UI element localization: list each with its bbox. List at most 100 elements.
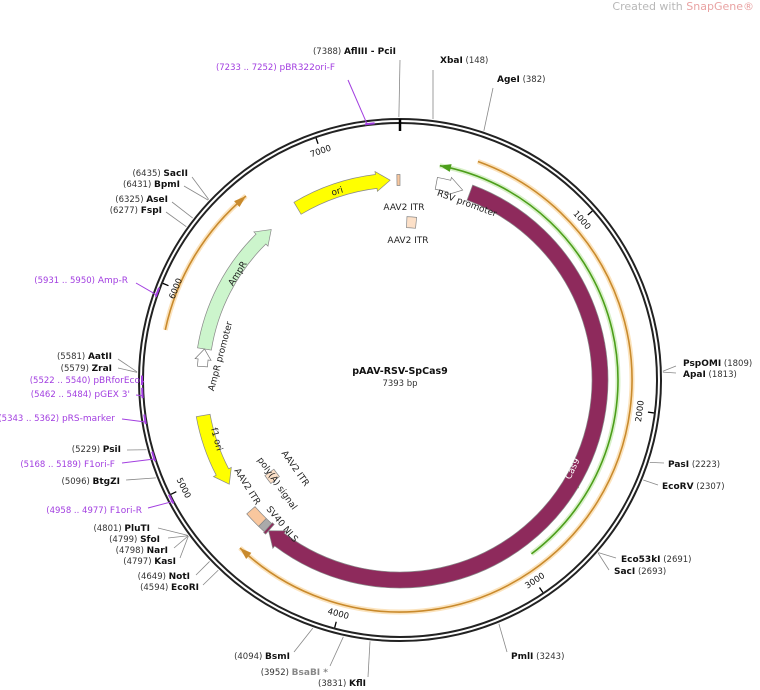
- primer-label[interactable]: (5522 .. 5540) pBRforEco: [30, 376, 141, 386]
- enzyme-label[interactable]: PspOMI (1809): [683, 359, 752, 369]
- enzyme-label[interactable]: EcoRV (2307): [662, 482, 725, 492]
- feature-aav2-itr[interactable]: [264, 468, 280, 484]
- feature-aav2-itr[interactable]: [246, 506, 267, 527]
- enzyme-label[interactable]: (5581) AatII: [57, 352, 112, 362]
- enzyme-name: PsiI: [103, 445, 121, 455]
- enzyme-label[interactable]: (4798) NarI: [116, 546, 168, 556]
- credit-text: Created with: [612, 0, 687, 13]
- enzyme-label[interactable]: (5229) PsiI: [72, 445, 121, 455]
- enzyme-label[interactable]: (3831) KflI: [318, 679, 366, 689]
- enzyme-leader-line: [125, 477, 156, 481]
- enzyme-label[interactable]: (4649) NotI: [138, 572, 190, 582]
- tick-mark: [315, 137, 319, 145]
- enzyme-label[interactable]: (4797) KasI: [123, 557, 176, 567]
- tick-mark: [538, 587, 544, 593]
- tick-mark: [162, 282, 169, 287]
- feature-sv40-nls[interactable]: [263, 522, 275, 535]
- enzyme-label[interactable]: AgeI (382): [497, 75, 545, 85]
- enzyme-position: (382): [520, 75, 546, 85]
- enzyme-position: (6435): [132, 169, 163, 179]
- plasmid-size: 7393 bp: [382, 379, 417, 389]
- arc-arrowhead: [234, 195, 246, 207]
- enzyme-label[interactable]: (4799) SfoI: [109, 535, 160, 545]
- primer-leader-line: [121, 418, 146, 423]
- enzyme-leader-line: [117, 367, 138, 373]
- enzyme-label[interactable]: Eco53kI (2691): [621, 555, 692, 565]
- primer-leader-line: [135, 282, 157, 296]
- primer-range: (5522 .. 5540): [30, 376, 91, 386]
- primer-leader-line: [135, 394, 143, 397]
- enzyme-leader-line: [367, 641, 371, 678]
- enzyme-label[interactable]: PasI (2223): [668, 460, 720, 470]
- enzyme-name: XbaI: [440, 56, 463, 66]
- enzyme-leader-line: [398, 59, 401, 118]
- primer-name: pRS-marker: [62, 414, 115, 424]
- enzyme-label[interactable]: (6325) AseI: [115, 195, 168, 205]
- enzyme-label[interactable]: (4801) PluTI: [93, 524, 150, 534]
- snapgene-credit: Created with SnapGene®: [612, 0, 754, 13]
- enzyme-name: SfoI: [140, 535, 160, 545]
- primer-mark: [154, 287, 160, 298]
- enzyme-position: (4797): [123, 557, 154, 567]
- primer-range: (5462 .. 5484): [31, 390, 92, 400]
- feature-f1-ori[interactable]: [195, 413, 232, 485]
- primer-label[interactable]: (5343 .. 5362) pRS-marker: [0, 414, 115, 424]
- enzyme-label[interactable]: (5096) BtgZI: [62, 477, 120, 487]
- primer-range: (5343 .. 5362): [0, 414, 59, 424]
- enzyme-name: AseI: [146, 195, 168, 205]
- feature-ampr[interactable]: [197, 229, 272, 351]
- enzyme-name: EcoRI: [171, 583, 199, 593]
- enzyme-label[interactable]: XbaI (148): [440, 56, 488, 66]
- primer-label[interactable]: (7233 .. 7252) pBR322ori-F: [216, 63, 335, 73]
- feature-label: AAV2 ITR: [383, 203, 424, 213]
- primer-label[interactable]: (5931 .. 5950) Amp-R: [34, 276, 128, 286]
- enzyme-position: (6277): [110, 206, 141, 216]
- enzyme-leader-line: [183, 185, 209, 201]
- enzyme-position: (7388): [313, 47, 344, 57]
- enzyme-name: NotI: [169, 572, 190, 582]
- enzyme-name: BsaBI *: [292, 668, 329, 678]
- feature-label: ori: [330, 186, 344, 199]
- enzyme-label[interactable]: (6277) FspI: [110, 206, 162, 216]
- feature-rsv-promoter[interactable]: [434, 176, 464, 196]
- enzyme-position: (5229): [72, 445, 103, 455]
- feature-aav2-itr[interactable]: [396, 174, 401, 186]
- primer-label[interactable]: (5462 .. 5484) pGEX 3': [31, 390, 130, 400]
- enzyme-leader-line: [173, 535, 189, 549]
- primer-mark: [141, 387, 144, 399]
- primer-leader-line: [147, 501, 173, 509]
- feature-poly-a-signal[interactable]: [258, 517, 273, 533]
- enzyme-label[interactable]: PmlI (3243): [511, 652, 564, 662]
- enzyme-label[interactable]: (4094) BsmI: [234, 652, 290, 662]
- enzyme-position: (4799): [109, 535, 140, 545]
- enzyme-name: ApaI: [683, 370, 706, 380]
- feature-ori[interactable]: [293, 170, 391, 215]
- primer-label[interactable]: (4958 .. 4977) F1ori-R: [46, 506, 142, 516]
- feature-aav2-itr[interactable]: [406, 216, 418, 229]
- enzyme-label[interactable]: (6431) BpmI: [123, 180, 180, 190]
- enzyme-position: (4649): [138, 572, 169, 582]
- enzyme-position: (6325): [115, 195, 146, 205]
- enzyme-position: (148): [463, 56, 489, 66]
- enzyme-label[interactable]: ApaI (1813): [683, 370, 737, 380]
- primer-name: F1ori-F: [84, 460, 115, 470]
- enzyme-position: (4801): [93, 524, 124, 534]
- tick-label: 5000: [174, 476, 193, 500]
- enzyme-name: AatII: [88, 352, 112, 362]
- feature-cas9[interactable]: [268, 184, 609, 589]
- tick-label: 7000: [309, 144, 333, 161]
- enzyme-label[interactable]: (3952) BsaBI *: [261, 668, 329, 678]
- primer-label[interactable]: (5168 .. 5189) F1ori-F: [20, 460, 115, 470]
- feature-label: AAV2 ITR: [232, 467, 262, 507]
- enzyme-position: (1809): [721, 359, 752, 369]
- feature-ampr-promoter[interactable]: [194, 348, 212, 368]
- enzyme-name: AflIII - PciI: [344, 47, 396, 57]
- enzyme-leader-line: [662, 371, 677, 374]
- enzyme-label[interactable]: (5579) ZraI: [61, 364, 112, 374]
- enzyme-position: (2693): [635, 567, 666, 577]
- enzyme-label[interactable]: (7388) AflIII - PciI: [313, 47, 396, 57]
- enzyme-label[interactable]: (6435) SacII: [132, 169, 188, 179]
- enzyme-label[interactable]: SacI (2693): [614, 567, 666, 577]
- enzyme-label[interactable]: (4594) EcoRI: [140, 583, 199, 593]
